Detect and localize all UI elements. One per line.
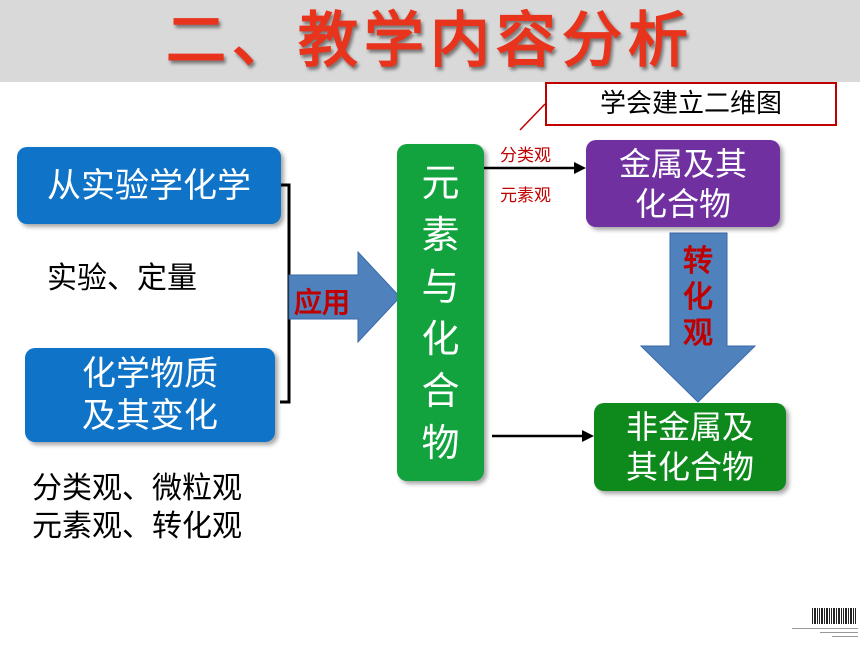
box-chemical-substances: 化学物质 及其变化 [25,348,275,442]
transform-char-1: 转 [683,244,713,279]
box-nonmetals-line1: 非金属及 [625,408,754,446]
top-arrow-head [574,162,586,174]
elements-char-3: 与 [421,264,460,309]
note-experiment-quantitative: 实验、定量 [47,261,197,296]
transform-char-2: 化 [683,280,713,315]
box-experimental-chemistry: 从实验学化学 [17,147,281,224]
elements-char-5: 合 [421,368,460,413]
callout-box: 学会建立二维图 [545,82,837,126]
note-views-line1: 分类观、微粒观 [32,471,242,506]
elements-char-2: 素 [421,212,460,257]
note-views: 分类观、微粒观 元素观、转化观 [32,470,242,546]
box-chemical-substances-line2: 及其变化 [82,396,218,436]
transform-arrow [639,232,757,403]
box-chemical-substances-line1: 化学物质 [82,354,218,394]
label-classification-view: 分类观 [500,146,551,166]
transform-char-3: 观 [683,316,713,351]
box-elements-compounds: 元 素 与 化 合 物 [397,144,484,481]
box-metals-line1: 金属及其 [618,144,747,183]
box-metals-line2: 化合物 [634,184,731,223]
box-nonmetals-compounds: 非金属及 其化合物 [594,403,786,491]
slide-title: 二、教学内容分析 [166,6,694,76]
elements-char-1: 元 [421,160,460,205]
apply-arrow [288,250,401,344]
bottom-arrow-head [582,430,594,442]
elements-char-4: 化 [421,316,460,361]
callout-pointer [519,103,546,131]
note-views-line2: 元素观、转化观 [32,509,242,544]
box-experimental-chemistry-label: 从实验学化学 [47,165,251,206]
label-element-view: 元素观 [500,186,551,206]
title-bar [0,0,860,82]
box-metals-compounds: 金属及其 化合物 [586,140,780,227]
box-nonmetals-line2: 其化合物 [625,448,754,486]
left-bracket-line [280,183,291,404]
transform-label: 转 化 观 [678,244,718,352]
elements-char-6: 物 [421,420,460,465]
apply-label: 应用 [294,286,351,319]
